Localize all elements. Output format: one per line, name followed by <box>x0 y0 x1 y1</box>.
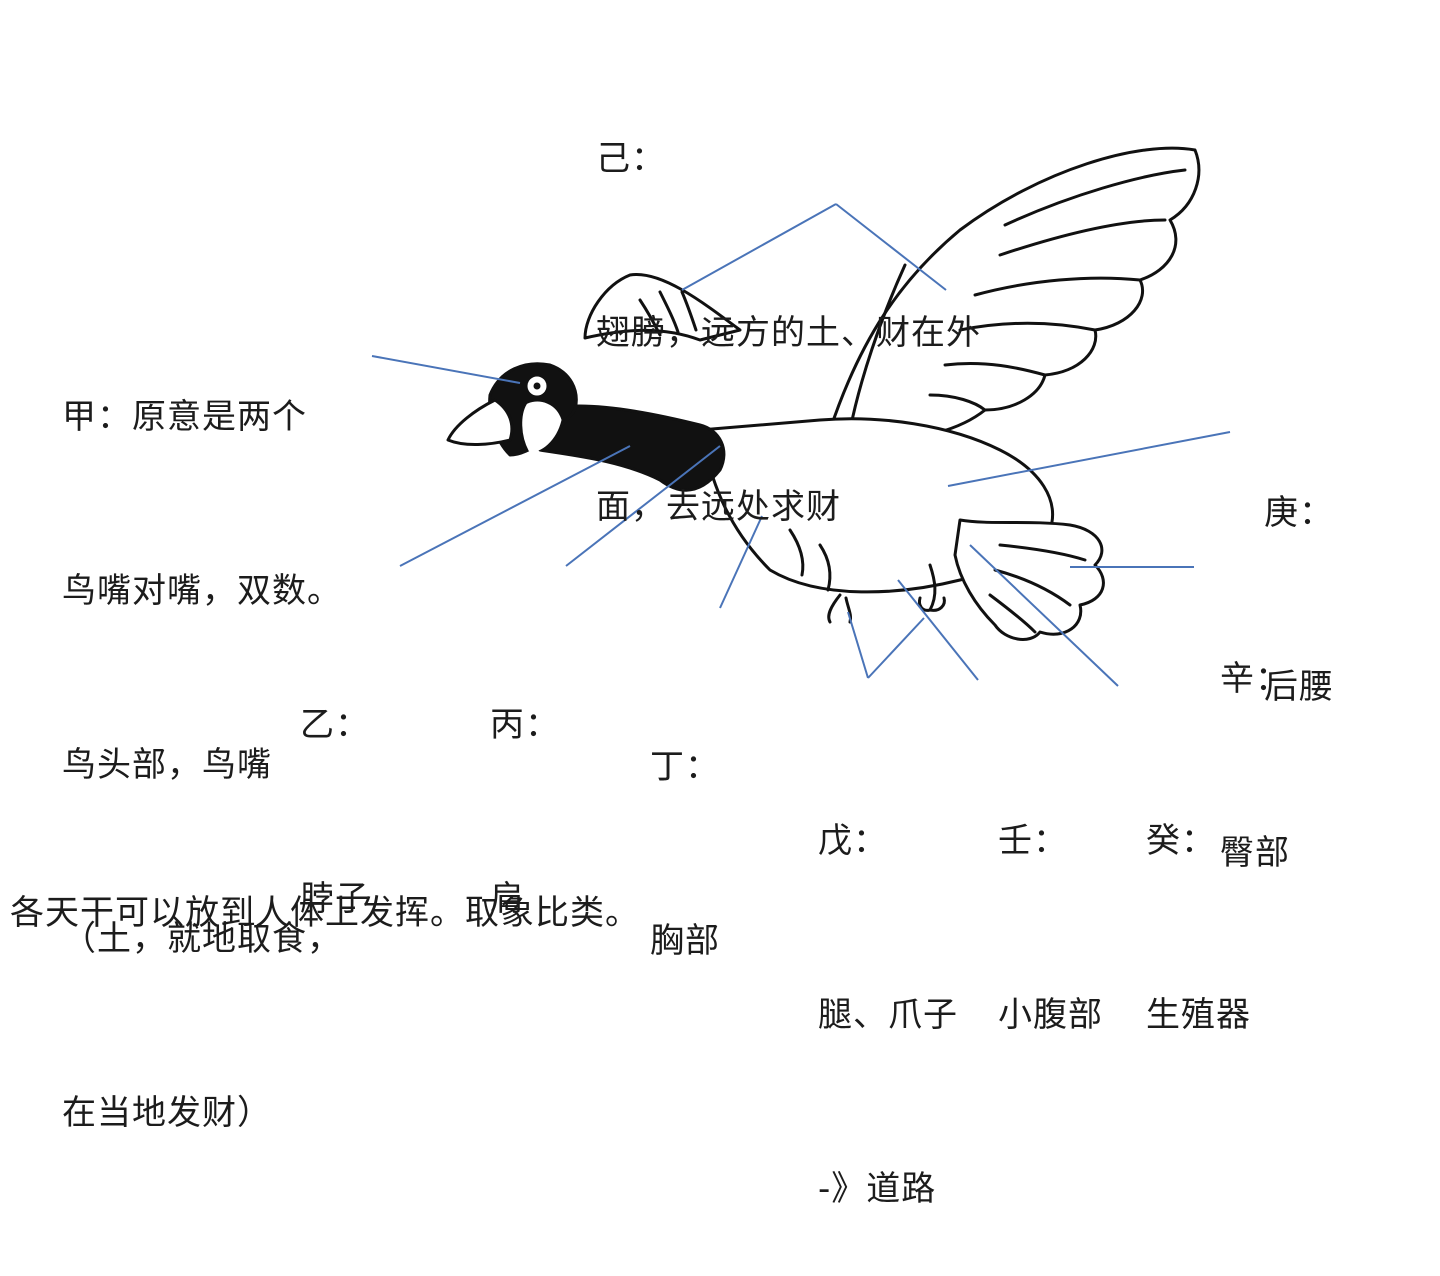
label-ji-line-2: 面，去远处求财 <box>596 487 841 527</box>
label-jia-line-2: 鸟嘴对嘴，双数。 <box>62 571 342 611</box>
label-wu-line-2: -》道路 <box>818 1169 937 1209</box>
goose-leg-left <box>827 593 852 624</box>
leader-line-wu-b <box>867 617 925 679</box>
leader-line-yi <box>399 445 631 567</box>
label-jia-line-1: 甲：原意是两个 <box>62 397 307 437</box>
leader-line-gui <box>969 544 1119 687</box>
label-bing: 丙： 肩 <box>490 580 560 986</box>
label-ding-title: 丁： <box>650 747 720 787</box>
leader-line-ji-b <box>835 203 947 291</box>
label-wu-line-1: 腿、爪子 <box>818 995 958 1035</box>
leader-line-bing <box>565 445 721 567</box>
label-xin-title: 辛： <box>1220 659 1290 699</box>
label-yi: 乙： 脖子 <box>300 580 370 986</box>
leader-line-geng <box>947 431 1231 487</box>
leader-line-jia <box>371 355 521 384</box>
label-geng-title: 庚： <box>1264 493 1334 533</box>
label-ji: 己： 翅膀，远方的土、财在外 面，去远处求财 <box>596 14 981 594</box>
goose-leg-right <box>918 563 946 612</box>
leader-line-ding <box>719 515 763 609</box>
goose-beak <box>446 398 514 447</box>
label-wu-title: 戊： <box>818 821 888 861</box>
leader-lines <box>371 203 1231 687</box>
leader-line-ren <box>897 579 979 681</box>
label-gui-title: 癸： <box>1146 821 1216 861</box>
diagram-caption: 各天干可以放到人体上发挥。取象比类。 <box>10 893 640 933</box>
label-xin: 辛： 臀部 <box>1220 534 1290 940</box>
label-xin-line-1: 臀部 <box>1220 833 1290 873</box>
label-bing-line-1: 肩 <box>490 879 525 919</box>
label-geng-line-1: 后腰 <box>1264 667 1334 707</box>
label-ding: 丁： 胸部 <box>650 622 720 1028</box>
front-wing <box>828 146 1201 442</box>
goose-tail <box>953 518 1105 641</box>
diagram-canvas <box>371 146 1231 687</box>
label-ren: 壬： 小腹部 <box>998 696 1103 1102</box>
leader-line-wu-a <box>847 611 869 679</box>
label-jia-line-3: 鸟头部，鸟嘴 <box>62 745 272 785</box>
label-wu: 戊： 腿、爪子 -》道路 <box>818 696 958 1276</box>
label-ji-line-1: 翅膀，远方的土、财在外 <box>596 313 981 353</box>
label-jia-line-5: 在当地发财） <box>62 1093 272 1133</box>
cheek-patch <box>522 401 562 452</box>
label-geng: 庚： 后腰 <box>1264 368 1334 774</box>
label-ding-line-1: 胸部 <box>650 921 720 961</box>
label-ren-title: 壬： <box>998 821 1068 861</box>
label-ren-line-1: 小腹部 <box>998 995 1103 1035</box>
label-ji-title: 己： <box>596 139 666 179</box>
label-gui-line-1: 生殖器 <box>1146 995 1251 1035</box>
rear-wing <box>583 272 742 342</box>
label-yi-line-1: 脖子 <box>300 879 370 919</box>
label-bing-title: 丙： <box>490 705 560 745</box>
label-yi-title: 乙： <box>300 705 370 745</box>
leader-line-ji-a <box>681 203 837 291</box>
